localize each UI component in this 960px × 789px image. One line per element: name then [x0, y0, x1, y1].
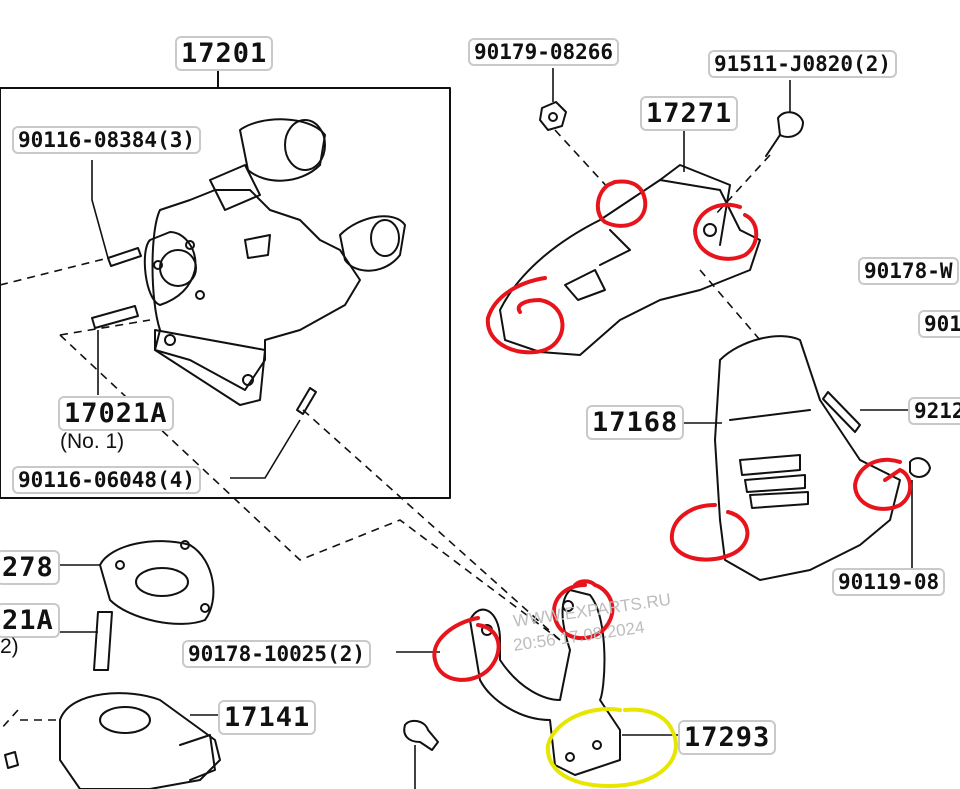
label-90178-10025: 90178-10025(2) [182, 640, 372, 669]
label-17201: 17201 [175, 36, 274, 72]
stud-drawings [91, 247, 317, 671]
guide-lines [0, 129, 771, 731]
label-17293: 17293 [678, 720, 777, 756]
label-90116-06048: 90116-06048(4) [12, 466, 202, 495]
red-annotation-marks [432, 179, 913, 682]
label-21a: 21A [0, 603, 60, 639]
pipe-17141-drawing [59, 692, 221, 789]
label-901: 901 [918, 310, 960, 339]
stud-9212-drawing [822, 391, 861, 433]
insulator-17271-drawing [499, 164, 761, 356]
label-9212: 9212 [908, 397, 960, 426]
label-278: 278 [0, 550, 60, 586]
yellow-annotation-circle [545, 707, 678, 788]
label-17271: 17271 [640, 96, 739, 132]
label-90178-w: 90178-W [858, 257, 959, 286]
hardware-drawings [4, 101, 931, 769]
label-17141: 17141 [218, 700, 317, 736]
turbocharger-drawing [143, 118, 406, 406]
label-17168: 17168 [586, 405, 685, 441]
label-paren-2: 2) [0, 635, 19, 658]
label-90116-08384: 90116-08384(3) [12, 126, 202, 155]
label-no-1: (No. 1) [60, 430, 125, 453]
label-91511-j0820: 91511-J0820(2) [708, 50, 898, 79]
label-17021a: 17021A [58, 396, 174, 432]
leader-lines [52, 68, 913, 789]
label-90119-08: 90119-08 [832, 568, 946, 597]
gasket-278-drawing [99, 540, 215, 625]
insulator-17168-drawing [714, 335, 901, 581]
label-90179-08266: 90179-08266 [468, 38, 620, 67]
turbo-assembly-frame [0, 87, 451, 499]
